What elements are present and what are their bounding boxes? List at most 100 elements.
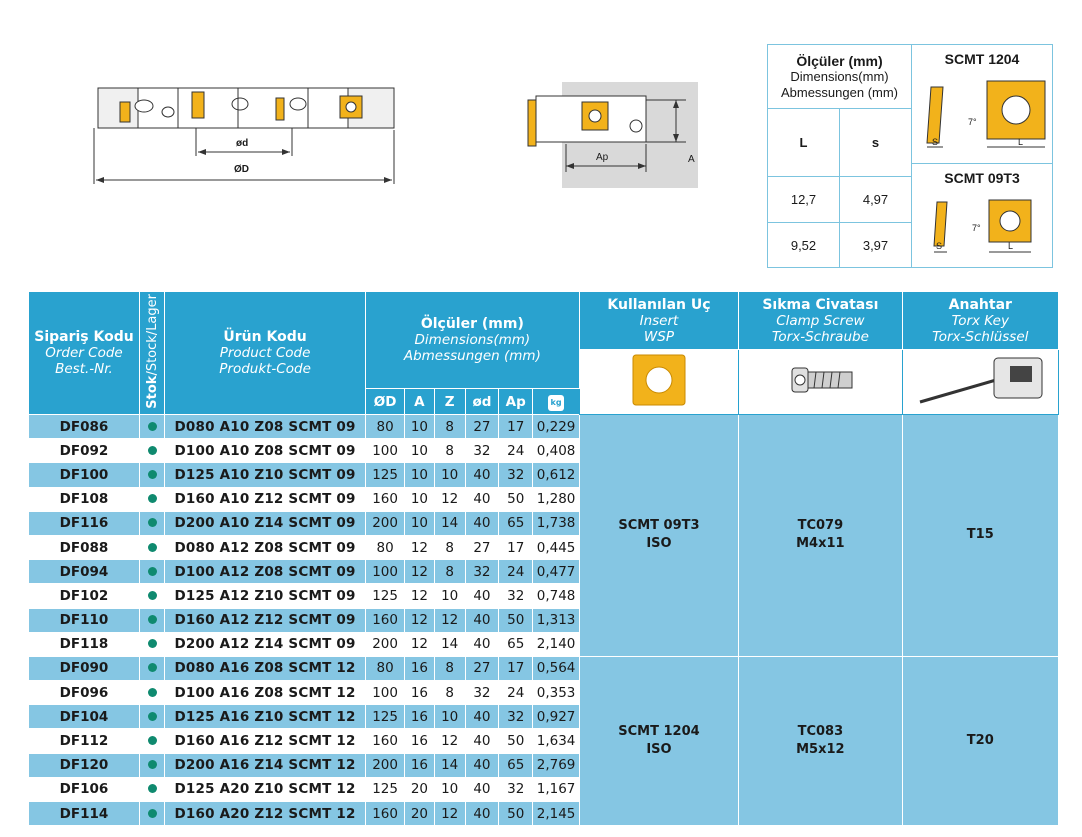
value-A: 10 (404, 486, 435, 512)
diameter-D: 100 (364, 438, 406, 464)
dimensions-title: Ölçüler (mm) (420, 316, 524, 332)
col-l-header: L (768, 109, 840, 177)
stock-dot-icon (147, 639, 157, 649)
stock-indicator (138, 728, 166, 754)
diameter-D: 125 (364, 462, 406, 488)
product-code-en: Product Code (219, 345, 311, 361)
diameter-D: 160 (364, 728, 406, 754)
stock-indicator (138, 559, 166, 585)
diameter-D: 125 (364, 776, 406, 803)
value-A: 12 (404, 583, 435, 609)
insert-dims-title: Ölçüler (mm) (796, 52, 883, 69)
diameter-D: 125 (364, 583, 406, 609)
order-code: DF086 (28, 413, 140, 440)
order-code-header: Sipariş Kodu Order Code Best.-Nr. (28, 291, 140, 415)
dim-col-D: ØD (364, 388, 406, 415)
value-Z: 10 (433, 583, 466, 609)
insert-title: Kullanılan Uç (607, 296, 711, 313)
stock-dot-icon (147, 469, 157, 479)
diameter-d: 40 (464, 583, 500, 609)
insert-header: Kullanılan Uç Insert WSP (578, 291, 740, 350)
product-code: D160 A16 Z12 SCMT 12 (164, 728, 366, 754)
value-A: 16 (404, 680, 435, 706)
diameter-d: 40 (464, 631, 500, 657)
weight: 0,477 (532, 559, 580, 585)
value-Z: 12 (433, 800, 466, 827)
value-Z: 10 (433, 704, 466, 730)
order-code: DF118 (28, 631, 140, 657)
weight: 2,769 (532, 752, 580, 778)
value-Ap: 32 (498, 462, 534, 488)
insert-spec-line2: ISO (646, 742, 672, 758)
value-A: 20 (404, 800, 435, 827)
stock-dot-icon (147, 784, 157, 794)
stock-dot-icon (147, 687, 157, 697)
product-table: Sipariş Kodu Order Code Best.-Nr. Stok/S… (28, 291, 1060, 827)
value-Ap: 17 (498, 655, 534, 682)
diameter-d: 32 (464, 680, 500, 706)
screw-spec-line2: M5x12 (796, 742, 845, 758)
order-code-en: Order Code (45, 345, 123, 361)
value-Z: 8 (433, 680, 466, 706)
insert1-panel: SCMT 1204 (912, 45, 1053, 164)
value-A: 16 (404, 704, 435, 730)
stock-indicator (138, 413, 166, 440)
value-Ap: 17 (498, 413, 534, 440)
order-code: DF094 (28, 559, 140, 585)
key-spec-line1: T15 (966, 527, 994, 543)
dimensions-en: Dimensions(mm) (414, 332, 531, 348)
dim-col-A: A (404, 388, 435, 415)
diameter-d: 40 (464, 728, 500, 754)
diameter-d: 32 (464, 559, 500, 585)
product-code: D125 A16 Z10 SCMT 12 (164, 704, 366, 730)
diameter-D: 80 (364, 413, 406, 440)
weight: 0,612 (532, 462, 580, 488)
diameter-D: 80 (364, 534, 406, 561)
value-Ap: 50 (498, 486, 534, 512)
order-code: DF110 (28, 607, 140, 633)
stock-indicator (138, 583, 166, 609)
dim-col-Ap: Ap (498, 388, 534, 415)
stock-dot-icon (147, 711, 157, 721)
insert2-name: SCMT 09T3 (944, 170, 1020, 186)
stock-indicator (138, 752, 166, 778)
diameter-D: 80 (364, 655, 406, 682)
dimensions-header: Ölçüler (mm) Dimensions(mm) Abmessungen … (364, 291, 580, 389)
insert2-s: S (936, 241, 943, 251)
diameter-d: 40 (464, 704, 500, 730)
diameter-d: 27 (464, 534, 500, 561)
stock-indicator (138, 486, 166, 512)
diameter-D: 100 (364, 680, 406, 706)
key-title: Anahtar (948, 296, 1012, 313)
stock-title: Stok (144, 375, 160, 409)
product-code: D125 A10 Z10 SCMT 09 (164, 462, 366, 488)
screw-icon (791, 367, 853, 393)
stock-dot-icon (147, 760, 157, 770)
insert2-drawing (933, 199, 1032, 253)
diameter-d: 40 (464, 462, 500, 488)
stock-dot-icon (147, 445, 157, 455)
product-code: D080 A10 Z08 SCMT 09 (164, 413, 366, 440)
stock-indicator (138, 462, 166, 488)
a-label: A (688, 154, 695, 165)
weight: 2,145 (532, 800, 580, 827)
insert2-panel: SCMT 09T3 (912, 164, 1053, 268)
screw-header: Sıkma Civatası Clamp Screw Torx-Schraube (738, 291, 903, 350)
order-code: DF090 (28, 655, 140, 682)
value-Ap: 32 (498, 583, 534, 609)
diameter-d: 40 (464, 752, 500, 778)
insert-image (578, 349, 740, 415)
order-code: DF116 (28, 510, 140, 536)
stock-indicator (138, 631, 166, 657)
stock-dot-icon (147, 615, 157, 625)
value-A: 16 (404, 655, 435, 682)
value-Z: 14 (433, 631, 466, 657)
insert-dims-header: Ölçüler (mm) Dimensions(mm) Abmessungen … (768, 45, 912, 109)
diameter-d: 40 (464, 800, 500, 827)
